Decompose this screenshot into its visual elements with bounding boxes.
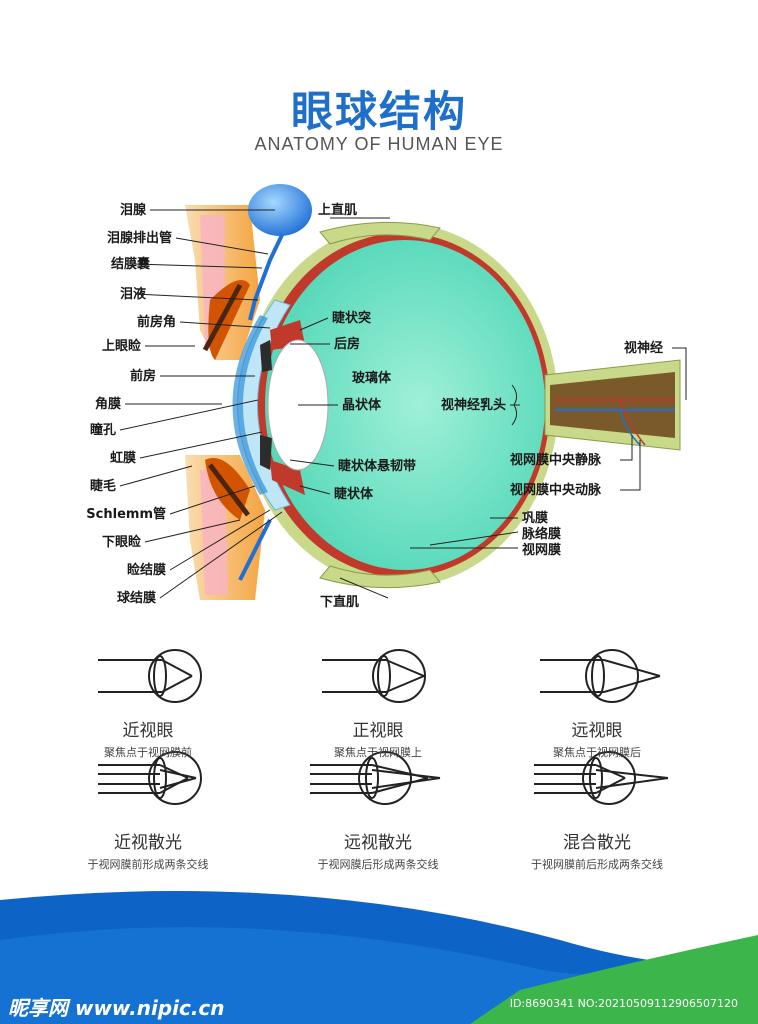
image-id: ID:8690341 NO:20210509112906507120	[509, 997, 738, 1010]
myopic-astigmatism-icon	[98, 751, 202, 805]
emmetropia-icon	[322, 649, 426, 703]
caption-emmetropia: 正视眼 聚焦点于视网膜上	[278, 716, 478, 760]
label-optic-nerve: 视神经	[624, 340, 663, 356]
condition-name: 混合散光	[563, 833, 631, 853]
label-retina: 视网膜	[522, 542, 561, 558]
label-lacrimal-duct: 泪腺排出管	[107, 230, 172, 246]
label-lower-eyelid: 下眼睑	[102, 534, 141, 550]
caption-hyperopic-astigmatism: 远视散光 于视网膜后形成两条交线	[278, 828, 478, 872]
label-tears: 泪液	[120, 286, 146, 302]
label-zonular-fibers: 睫状体悬韧带	[338, 458, 416, 474]
caption-hyperopia: 远视眼 聚焦点于视网膜后	[497, 716, 697, 760]
label-optic-disc: 视神经乳头	[441, 397, 506, 413]
label-vitreous: 玻璃体	[352, 370, 392, 386]
condition-desc: 于视网膜前形成两条交线	[87, 858, 209, 871]
label-lens: 晶状体	[342, 397, 382, 413]
label-ciliary-body: 睫状体	[334, 486, 374, 502]
condition-desc: 聚焦点于视网膜前	[104, 746, 192, 759]
label-cornea: 角膜	[95, 396, 121, 412]
condition-desc: 于视网膜后形成两条交线	[317, 858, 439, 871]
condition-name: 近视眼	[122, 721, 174, 741]
condition-desc: 聚焦点于视网膜后	[553, 746, 641, 759]
condition-desc: 于视网膜前后形成两条交线	[531, 858, 663, 871]
label-bulbar-conjunctiva: 球结膜	[117, 590, 156, 606]
label-anterior-chamber: 前房	[130, 368, 156, 384]
condition-name: 远视散光	[344, 833, 412, 853]
page-title: 眼球结构	[290, 87, 467, 136]
lacrimal-gland	[248, 184, 312, 236]
inner-leaders	[289, 317, 520, 495]
label-anterior-chamber-angle: 前房角	[137, 314, 176, 330]
left-labels	[119, 209, 283, 599]
refraction-icons	[98, 649, 669, 805]
caption-mixed-astigmatism: 混合散光 于视网膜前后形成两条交线	[497, 828, 697, 872]
label-eyelash: 睫毛	[90, 478, 116, 494]
condition-name: 正视眼	[352, 721, 404, 741]
label-pupil: 瞳孔	[90, 422, 116, 438]
label-iris: 虹膜	[110, 450, 136, 466]
site-watermark: 昵享网 www.nipic.cn	[8, 996, 225, 1020]
label-ciliary-process: 睫状突	[332, 310, 371, 326]
hyperopic-astigmatism-icon	[310, 751, 441, 805]
label-upper-eyelid: 上眼睑	[102, 338, 141, 354]
condition-desc: 聚焦点于视网膜上	[334, 746, 422, 759]
label-schlemm-canal: Schlemm管	[86, 506, 166, 522]
page-subtitle: ANATOMY OF HUMAN EYE	[254, 134, 504, 154]
label-posterior-chamber: 后房	[334, 336, 360, 352]
label-superior-rectus: 上直肌	[318, 202, 357, 218]
label-inferior-rectus: 下直肌	[320, 594, 359, 610]
label-central-retinal-artery: 视网膜中央动脉	[510, 482, 602, 498]
label-choroid: 脉络膜	[521, 526, 561, 542]
caption-myopia: 近视眼 聚焦点于视网膜前	[48, 716, 248, 760]
myopia-icon	[98, 649, 202, 703]
label-palpebral-conjunctiva: 睑结膜	[127, 562, 166, 578]
label-lacrimal-gland: 泪腺	[120, 202, 147, 218]
label-central-retinal-vein: 视网膜中央静脉	[510, 452, 602, 468]
label-sclera: 巩膜	[522, 510, 548, 526]
right-leaders	[330, 217, 687, 599]
condition-name: 远视眼	[571, 721, 623, 741]
lacrimal-duct	[248, 234, 284, 321]
hyperopia-icon	[540, 649, 661, 703]
eyelid-tissue	[185, 205, 265, 600]
label-conjunctival-sac: 结膜囊	[111, 256, 151, 272]
bottom-wave-decoration	[0, 891, 758, 1024]
mixed-astigmatism-icon	[534, 751, 669, 805]
caption-myopic-astigmatism: 近视散光 于视网膜前形成两条交线	[48, 828, 248, 872]
condition-name: 近视散光	[114, 833, 182, 853]
